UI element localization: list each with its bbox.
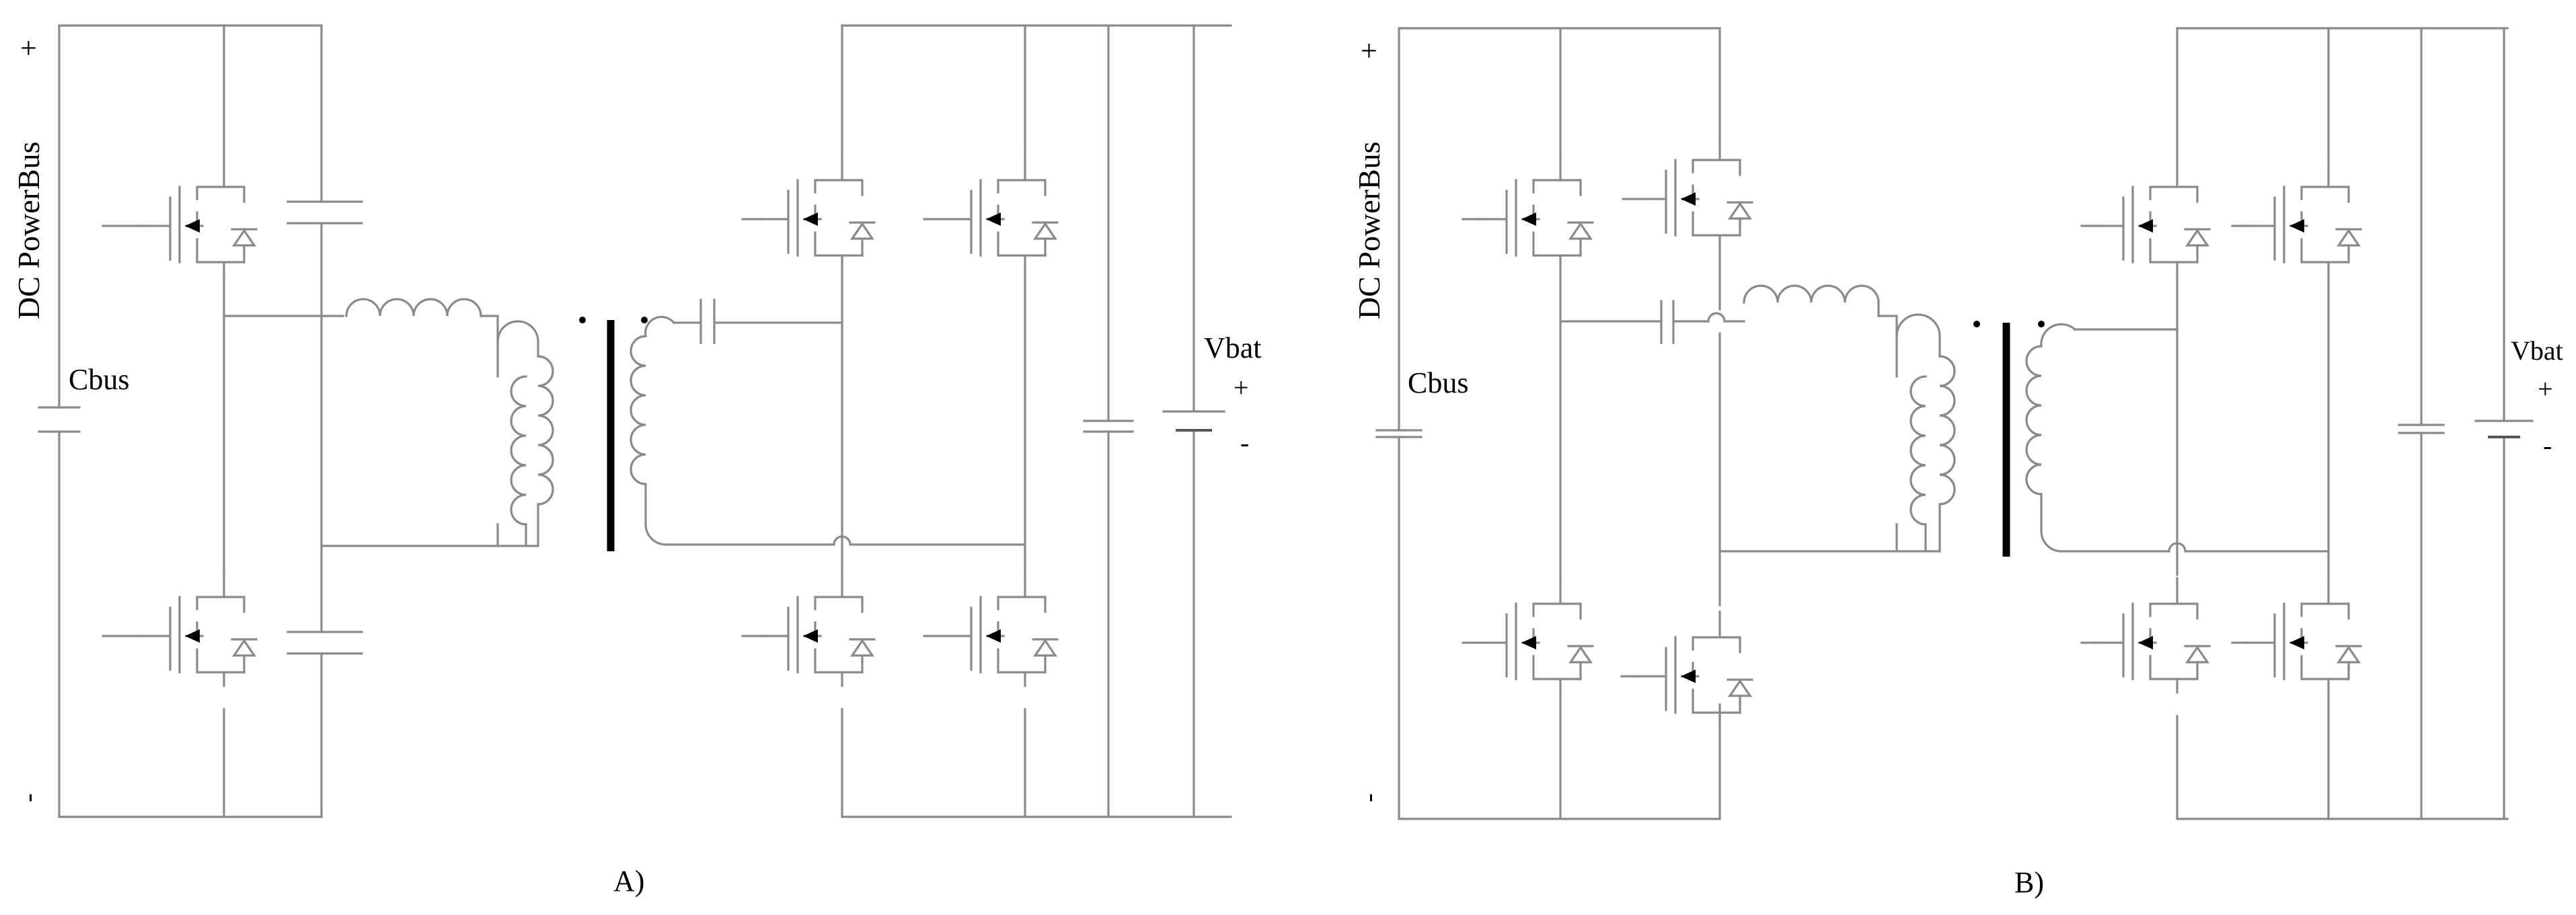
split-capacitor-top bbox=[287, 200, 363, 225]
primary-dot-marker bbox=[579, 317, 586, 323]
vbat-label: Vbat bbox=[2511, 335, 2563, 366]
bus-plus-sign: + bbox=[20, 32, 37, 65]
dc-powerbus-label: DC PowerBus bbox=[1352, 141, 1386, 319]
secondary-mosfet-4 bbox=[2246, 577, 2362, 694]
transformer-primary-winding bbox=[537, 355, 554, 506]
battery-minus-sign: - bbox=[1240, 428, 1249, 458]
secondary-mosfet-1 bbox=[760, 153, 876, 270]
cbus-label: Cbus bbox=[69, 363, 129, 396]
transformer-secondary-winding bbox=[2025, 345, 2043, 495]
transformer-secondary-winding bbox=[630, 335, 647, 485]
bus-minus-sign: - bbox=[18, 793, 48, 802]
battery-plus-sign: + bbox=[1234, 372, 1249, 403]
secondary-mosfet-2 bbox=[760, 570, 876, 687]
secondary-dot-marker bbox=[2038, 321, 2045, 327]
cbus-label: Cbus bbox=[1408, 366, 1468, 399]
secondary-mosfet-3 bbox=[2246, 160, 2362, 277]
primary-dot-marker bbox=[1973, 321, 1980, 327]
leg1-top-mosfet bbox=[1478, 153, 1594, 270]
panel-b: + - DC PowerBus Cbus Vbat + - B) bbox=[1352, 27, 2563, 899]
primary-top-mosfet bbox=[142, 160, 258, 277]
secondary-mosfet-4 bbox=[943, 570, 1059, 687]
secondary-mosfet-1 bbox=[2095, 160, 2211, 277]
dc-blocking-capacitor bbox=[1660, 300, 1675, 344]
leg2-bottom-mosfet bbox=[1638, 610, 1753, 727]
battery-plus-sign: + bbox=[2538, 374, 2553, 404]
leg2-top-mosfet bbox=[1638, 133, 1753, 250]
secondary-mosfet-2 bbox=[2095, 577, 2211, 694]
vbat-label: Vbat bbox=[1204, 331, 1262, 364]
cbus-capacitor bbox=[1375, 429, 1423, 438]
split-capacitor-bottom bbox=[287, 631, 363, 655]
series-inductor bbox=[345, 298, 482, 317]
panel-a-caption: A) bbox=[613, 865, 644, 898]
panel-a: + - DC PowerBus Cbus Vbat + - A) bbox=[11, 24, 1262, 898]
dc-powerbus-label: DC PowerBus bbox=[11, 141, 46, 319]
series-capacitor bbox=[699, 299, 716, 344]
series-inductor bbox=[1743, 284, 1880, 304]
transformer-primary-winding bbox=[1938, 355, 1956, 506]
leg1-bottom-mosfet bbox=[1478, 577, 1594, 694]
bus-minus-sign: - bbox=[1359, 793, 1389, 802]
cbus-capacitor bbox=[38, 406, 81, 433]
output-capacitor bbox=[1083, 420, 1134, 433]
secondary-dot-marker bbox=[641, 317, 648, 323]
panel-b-caption: B) bbox=[2014, 866, 2044, 899]
secondary-mosfet-3 bbox=[943, 153, 1059, 270]
output-capacitor bbox=[2398, 424, 2445, 434]
battery-minus-sign: - bbox=[2543, 430, 2552, 461]
primary-bottom-mosfet bbox=[142, 570, 258, 687]
bus-plus-sign: + bbox=[1361, 34, 1377, 67]
